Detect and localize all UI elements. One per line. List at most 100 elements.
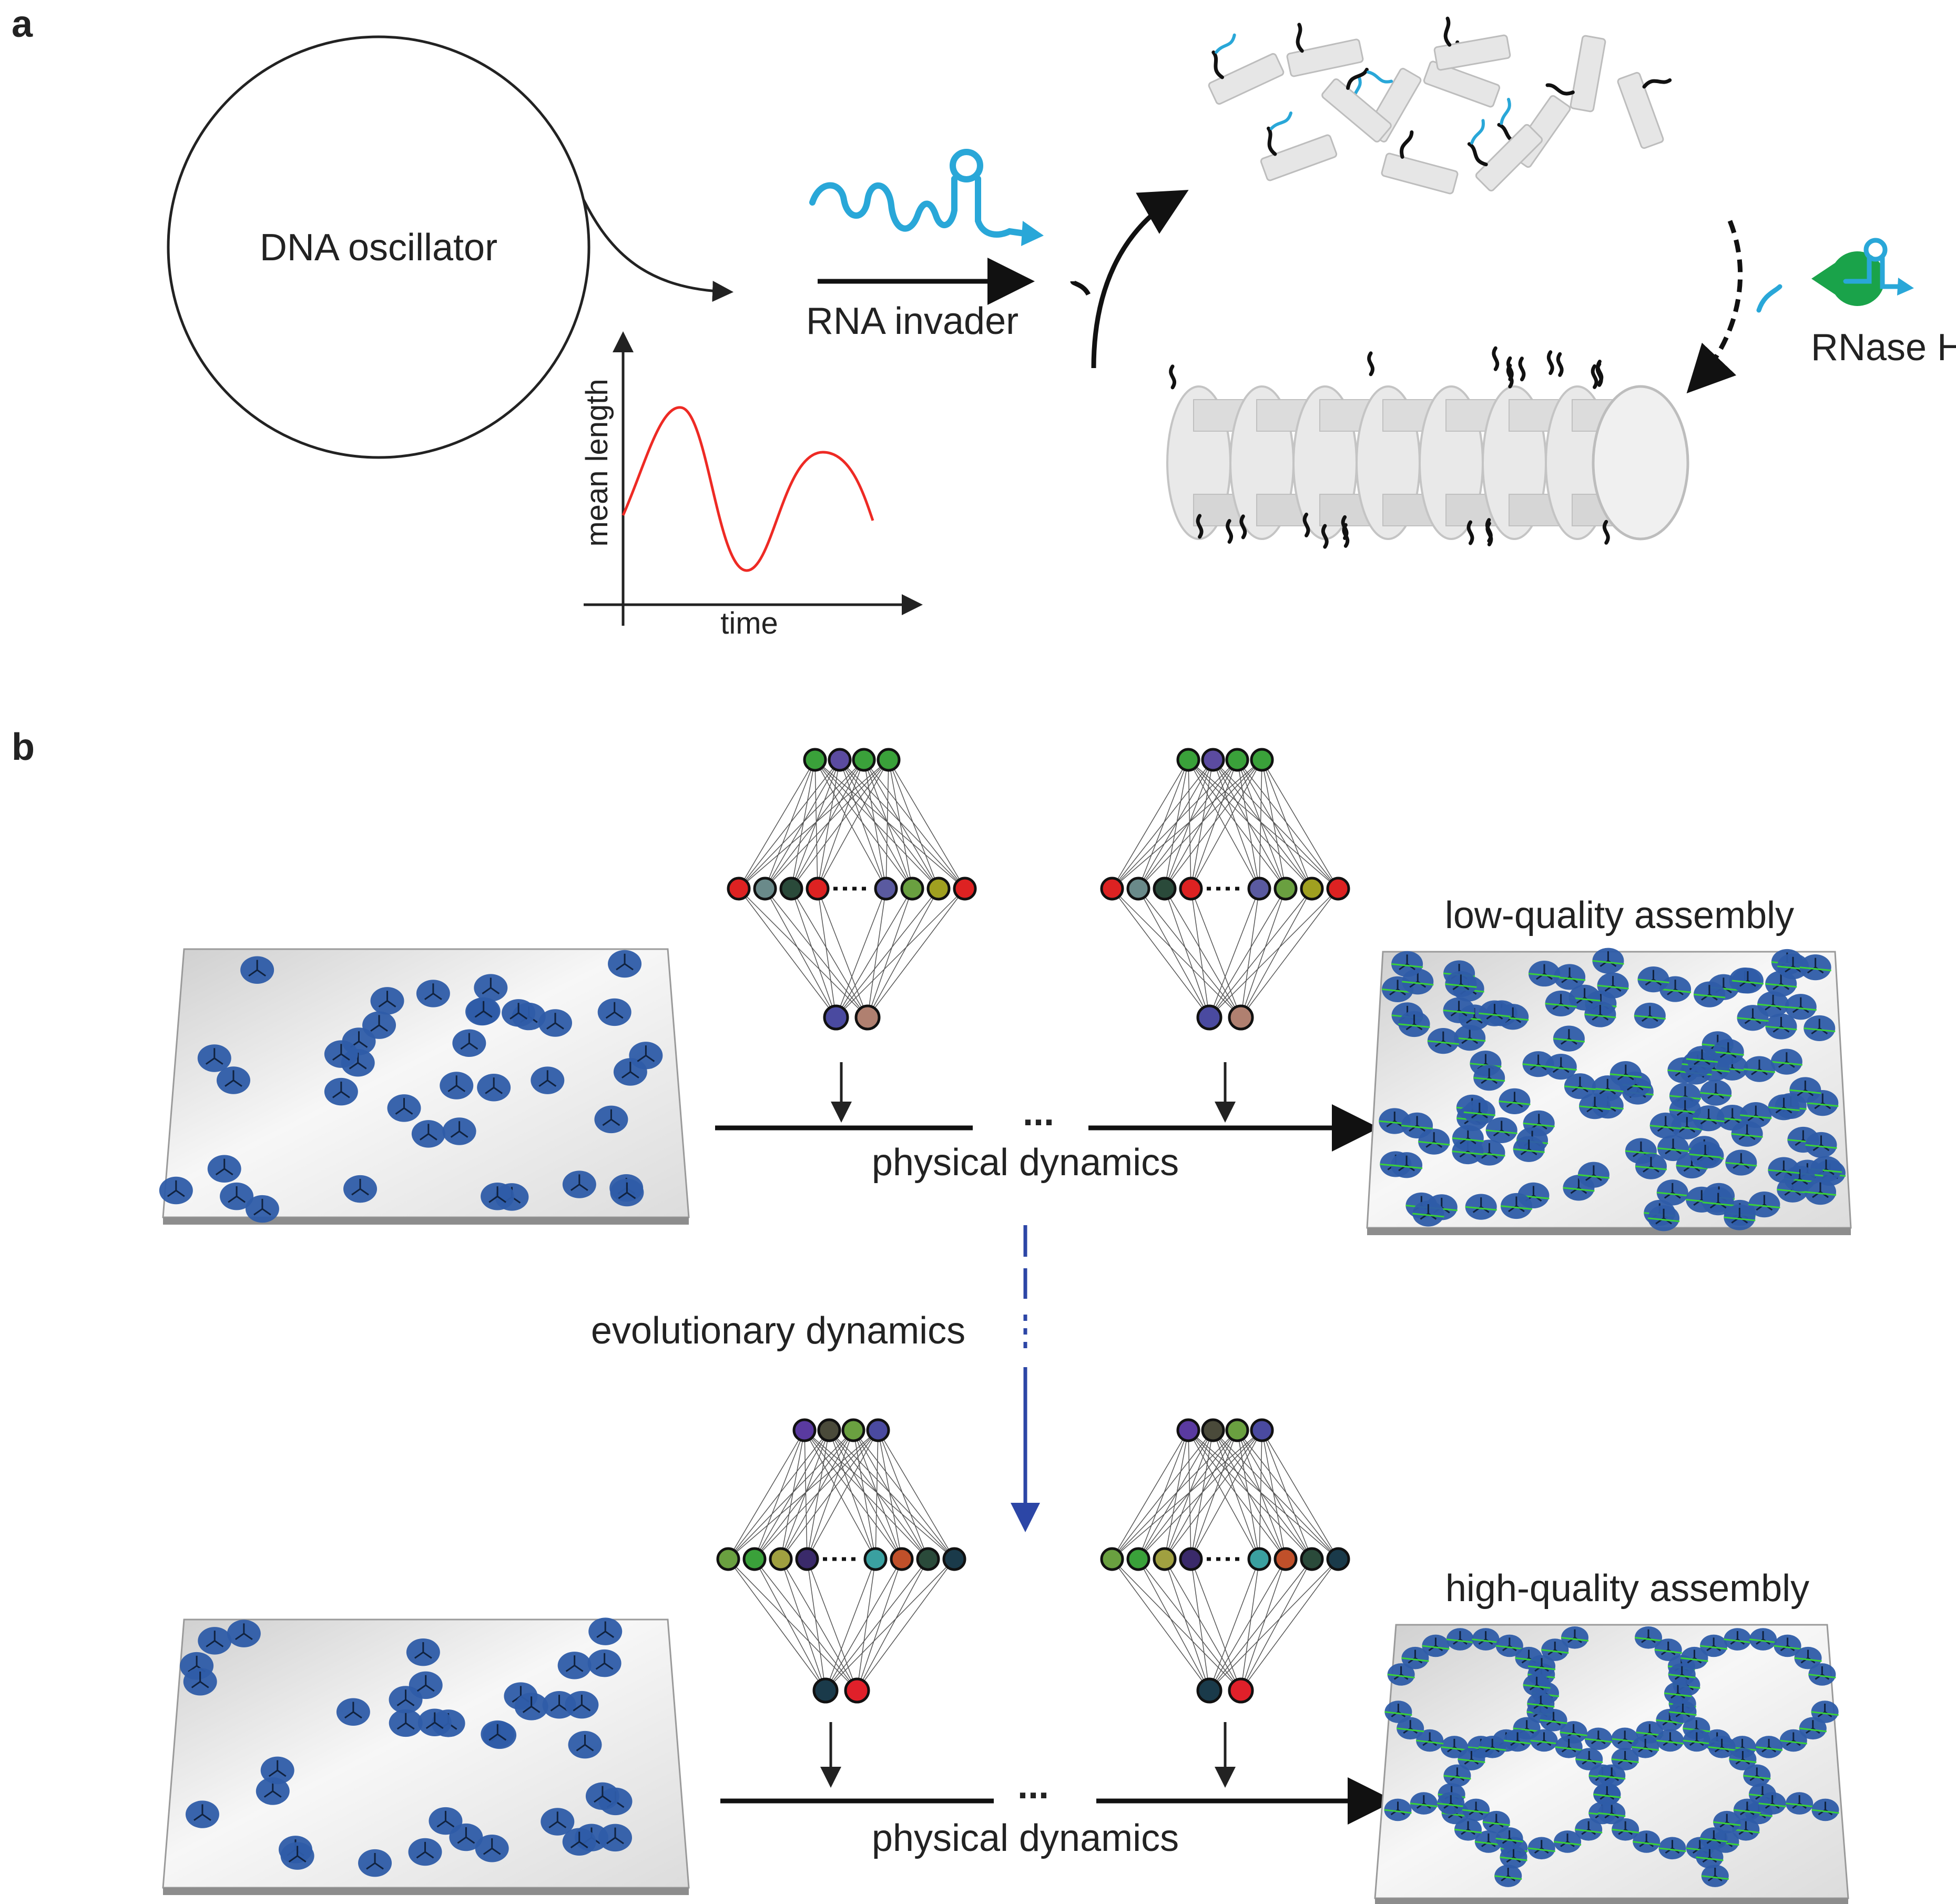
rnase-h-enzyme: RNase H	[1756, 238, 1956, 369]
connection	[1213, 759, 1339, 889]
connection	[780, 1430, 854, 1560]
bond	[1656, 1192, 1688, 1197]
surface-initial-top	[159, 948, 690, 1225]
network-top-1	[727, 748, 977, 1031]
particle-patch	[167, 1180, 185, 1197]
bond	[1804, 1191, 1837, 1196]
connection	[1138, 759, 1214, 889]
particle-patch	[228, 1186, 246, 1203]
bond	[1593, 1793, 1621, 1798]
tile-strand	[1545, 83, 1575, 96]
connection	[738, 759, 840, 889]
particle-patch	[482, 978, 500, 994]
hidden-node	[769, 1547, 793, 1571]
connection	[738, 888, 837, 1018]
connection	[1164, 759, 1189, 889]
tile	[1321, 67, 1393, 142]
bond	[1545, 1002, 1577, 1007]
connection	[885, 759, 889, 889]
connection	[1190, 1430, 1262, 1560]
hidden-node	[1274, 1547, 1298, 1571]
bond	[1724, 1216, 1756, 1221]
connection	[817, 888, 837, 1018]
hidden-node	[890, 1547, 914, 1571]
particle-patch	[416, 1675, 435, 1692]
connection	[1138, 759, 1189, 889]
tile	[1260, 111, 1338, 181]
bond	[1664, 1692, 1692, 1697]
bond	[1669, 1711, 1697, 1716]
bond	[1676, 1165, 1708, 1170]
hidden-node	[1274, 877, 1298, 901]
bond	[1416, 1739, 1444, 1745]
bond	[1634, 1636, 1663, 1642]
input-node	[1201, 748, 1225, 772]
bond	[1658, 1847, 1686, 1852]
connection	[807, 1559, 858, 1691]
bond	[1390, 1164, 1423, 1169]
bond	[1765, 1025, 1797, 1031]
tile-strand	[1211, 50, 1224, 79]
bond	[1740, 1114, 1772, 1119]
oscillation-curve	[622, 406, 874, 572]
connection	[765, 888, 837, 1018]
particle-patch	[595, 1653, 614, 1670]
connection	[1138, 759, 1262, 889]
bond	[1696, 1856, 1724, 1861]
input-node	[1201, 1418, 1225, 1442]
particle-patch	[332, 1081, 350, 1098]
tube-strand	[1196, 514, 1204, 539]
connection	[1240, 1559, 1260, 1691]
process-label-top: physical dynamics	[872, 1142, 1179, 1184]
connection	[1237, 1430, 1339, 1560]
connection	[817, 759, 889, 889]
bond	[1397, 1727, 1424, 1733]
tube-strand	[1602, 520, 1610, 545]
connection	[754, 1559, 826, 1691]
bond	[1598, 1775, 1626, 1780]
particle-patch	[546, 1013, 564, 1030]
connection	[836, 888, 913, 1018]
connection	[1138, 1430, 1189, 1560]
bond	[1401, 1124, 1433, 1129]
connection	[814, 759, 939, 889]
bond	[1689, 1153, 1721, 1158]
surface-plate	[1374, 1624, 1849, 1899]
plot-y-label: mean length	[580, 379, 614, 546]
particle-patch	[436, 1810, 455, 1828]
rna-invader: RNA invader	[806, 149, 1044, 342]
connection	[853, 1430, 955, 1560]
bond	[1811, 1711, 1839, 1716]
connection	[1112, 1559, 1210, 1691]
connection	[839, 759, 965, 889]
connection	[1190, 1430, 1238, 1560]
particle-patch	[366, 1852, 384, 1870]
tile	[1433, 16, 1511, 71]
bond	[1808, 1673, 1836, 1678]
particle-patch	[460, 1033, 478, 1050]
tube-strand	[1492, 346, 1500, 371]
bond	[1437, 1803, 1465, 1808]
tile-body	[1260, 134, 1338, 181]
hidden-node	[874, 877, 898, 901]
particle-patch	[594, 1786, 612, 1803]
bond	[1768, 1169, 1800, 1174]
hidden-node	[795, 1547, 819, 1571]
particle-patch	[351, 1178, 369, 1196]
rnase-h-icon	[1811, 251, 1885, 306]
connection	[1240, 888, 1260, 1018]
bond	[1454, 1037, 1486, 1042]
bond	[1785, 1006, 1817, 1011]
bond	[1770, 1061, 1802, 1066]
rnase-rna-loop	[1863, 238, 1888, 262]
connection	[780, 1430, 805, 1560]
connection	[867, 888, 913, 1018]
bond	[1391, 963, 1423, 968]
bond	[1609, 1073, 1642, 1078]
connection	[1261, 1430, 1339, 1560]
bond	[1755, 1746, 1783, 1751]
connection	[1213, 1430, 1312, 1560]
network-top-2	[1100, 748, 1350, 1031]
bond	[1777, 1188, 1809, 1194]
particle-patch	[510, 1003, 527, 1020]
